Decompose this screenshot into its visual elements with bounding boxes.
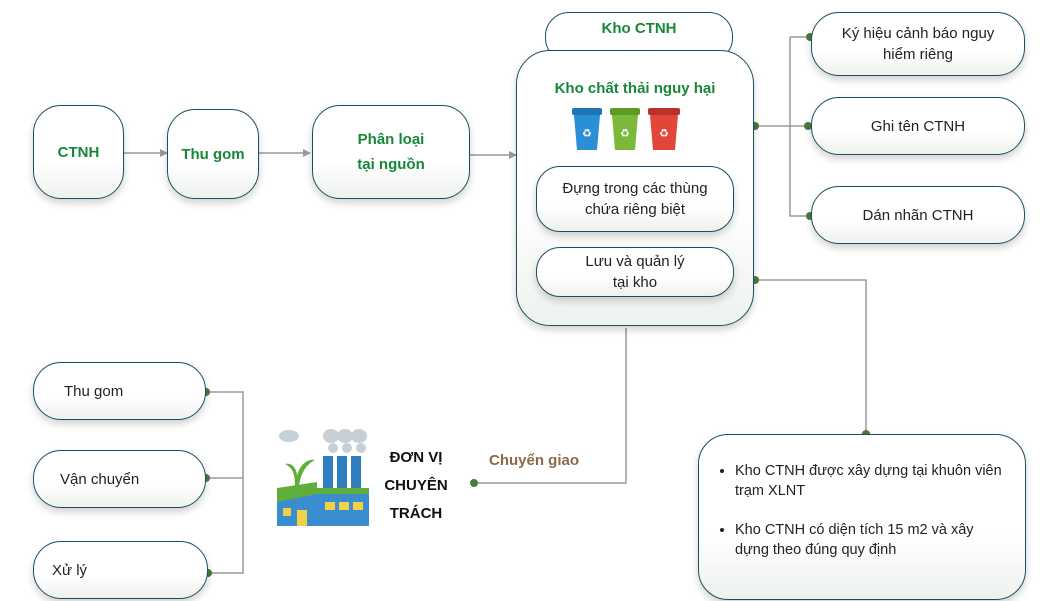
node-name-text: Ghi tên CTNH [870,117,966,135]
node-phan-loai: Phân loại tại nguồn [312,105,470,199]
node-name-label: Ghi tên CTNH [811,97,1025,155]
line-kho-to-transfer [474,328,627,484]
info-list: Kho CTNH được xây dựng tại khuôn viên tr… [717,461,1005,560]
unit-title: ĐƠN VỊ CHUYÊN TRÁCH [370,444,462,528]
node-sticker: Dán nhãn CTNH [811,186,1025,244]
node-ctnh-label: CTNH [57,143,100,161]
node-phan-loai-line2: tại nguồn [357,156,425,173]
node-warning-line2: hiểm riêng [882,46,954,63]
unit-title-line1: ĐƠN VỊ [389,449,443,466]
waste-bins-icon: ♻ ♻ ♻ [572,108,680,150]
service-treat-label: Xử lý [52,561,88,579]
svg-text:♻: ♻ [659,127,669,140]
transfer-label: Chuyển giao [489,452,580,469]
service-treat: Xử lý [33,541,208,599]
node-warning-line1: Ký hiệu cảnh báo nguy [841,25,995,42]
svg-text:♻: ♻ [582,127,592,140]
bin-red-icon: ♻ [648,108,680,150]
node-container: Đựng trong các thùng chứa riêng biệt [536,166,734,232]
line-services-bracket [206,391,244,574]
node-phan-loai-line1: Phân loại [357,131,425,148]
service-collect-label: Thu gom [64,382,124,400]
info-bullet-2: Kho CTNH có diện tích 15 m2 và xây dựng … [735,520,1005,561]
node-manage: Lưu và quản lý tại kho [536,247,734,297]
service-collect: Thu gom [33,362,206,420]
factory-plant-icon [277,429,369,526]
unit-title-line3: TRÁCH [389,505,443,522]
node-container-line1: Đựng trong các thùng [562,180,708,197]
node-thu-gom: Thu gom [167,109,259,199]
service-transport: Vận chuyển [33,450,206,508]
line-kho-to-info [755,279,867,434]
info-bullet-1: Kho CTNH được xây dựng tại khuôn viên tr… [735,461,1005,502]
bin-green-icon: ♻ [610,108,640,150]
service-transport-label: Vận chuyển [60,470,140,488]
node-sticker-text: Dán nhãn CTNH [862,206,974,224]
node-warning-symbol: Ký hiệu cảnh báo nguy hiểm riêng [811,12,1025,76]
storage-tab-label: Kho CTNH [601,20,677,37]
info-box: Kho CTNH được xây dựng tại khuôn viên tr… [698,434,1026,600]
node-ctnh: CTNH [33,105,124,199]
node-thu-gom-label: Thu gom [181,145,245,163]
node-manage-line2: tại kho [612,274,658,291]
line-branch-warning [789,37,808,217]
node-container-line2: chứa riêng biệt [584,201,686,218]
unit-title-line2: CHUYÊN [384,477,448,494]
storage-panel-title: Kho chất thải nguy hại [554,80,716,97]
svg-text:♻: ♻ [620,127,630,140]
node-manage-line1: Lưu và quản lý [585,253,685,270]
bin-blue-icon: ♻ [572,108,602,150]
